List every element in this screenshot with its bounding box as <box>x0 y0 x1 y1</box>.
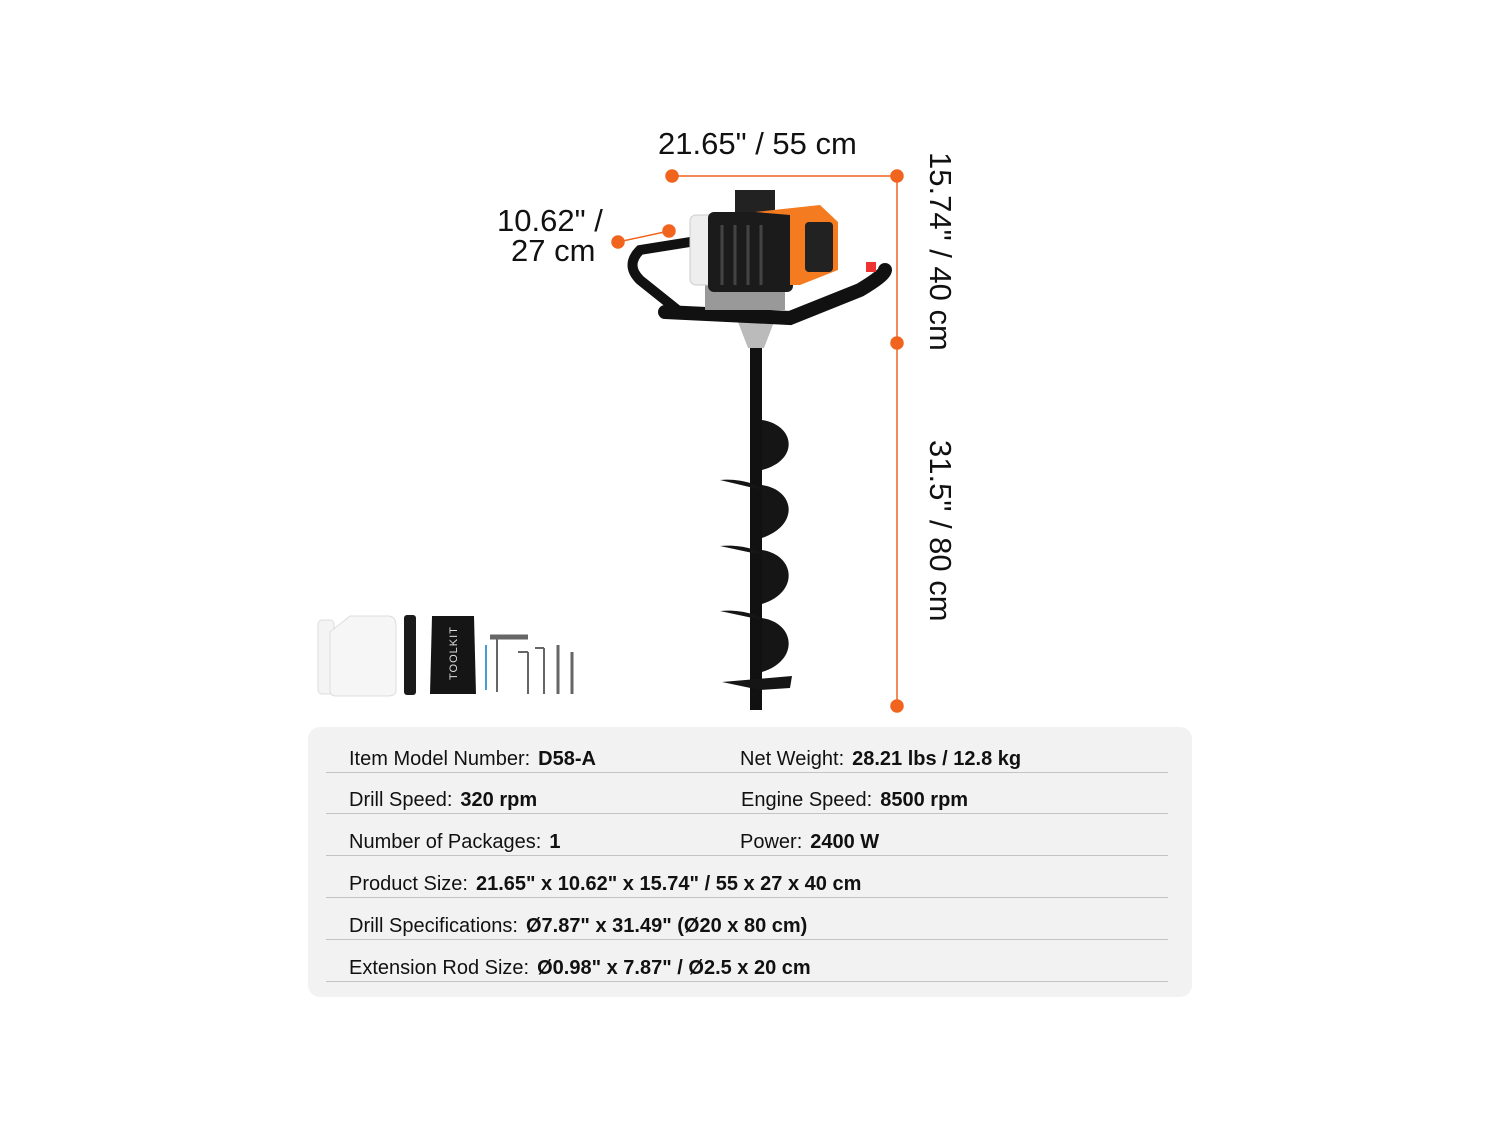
earth-auger <box>627 190 892 710</box>
spec-value: Ø7.87" x 31.49" (Ø20 x 80 cm) <box>525 915 808 937</box>
depth-dimension-label-line2: 27 cm <box>511 233 596 268</box>
spec-label: Drill Specifications: <box>349 915 518 937</box>
spec-value: 1 <box>549 831 561 853</box>
spec-label: Engine Speed: <box>741 789 873 811</box>
spec-row: Drill Speed: 320 rpm Engine Speed: 8500 rp… <box>326 772 1168 814</box>
accessories: TOOLKIT <box>317 615 574 697</box>
width-dimension-label: 21.65" / 55 cm <box>658 126 857 161</box>
dimension-lines <box>611 169 904 713</box>
tools <box>485 634 574 694</box>
spec-value: 2400 W <box>810 831 880 853</box>
extension-rod <box>404 615 416 695</box>
spec-label: Number of Packages: <box>349 831 542 853</box>
spec-row: Item Model Number: D58-A Net Weight: 28.21… <box>326 731 1168 773</box>
spec-row: Extension Rod Size: Ø0.98" x 7.87" / Ø2.5… <box>326 940 1168 982</box>
spec-label: Extension Rod Size: <box>349 957 530 979</box>
dimension-dot <box>611 235 625 249</box>
fuel-can <box>317 615 397 697</box>
specifications-panel: Item Model Number: D58-A Net Weight: 28.21… <box>308 727 1192 997</box>
dimension-dot <box>890 699 904 713</box>
depth-dimension-label-line1: 10.62" / <box>497 203 603 238</box>
spec-row: Number of Packages: 1 Power: 2400 W <box>326 814 1168 856</box>
spec-label: Product Size: <box>349 873 468 895</box>
spec-label: Drill Speed: <box>349 789 453 811</box>
spec-row: Product Size: 21.65" x 10.62" x 15.74" / … <box>326 856 1168 898</box>
height-dimension-label: 15.74" / 40 cm <box>923 152 958 351</box>
dimension-dot <box>665 169 679 183</box>
spec-value: 320 rpm <box>460 789 538 811</box>
spec-row: Drill Specifications: Ø7.87" x 31.49" (Ø2… <box>326 898 1168 940</box>
spec-value: D58-A <box>538 748 596 770</box>
spec-label: Power: <box>740 831 803 853</box>
dimension-dot <box>890 336 904 350</box>
spec-value: Ø0.98" x 7.87" / Ø2.5 x 20 cm <box>537 957 811 979</box>
toolkit-bag: TOOLKIT <box>430 616 476 694</box>
spec-value: 21.65" x 10.62" x 15.74" / 55 x 27 x 40 … <box>475 873 862 895</box>
spec-label: Net Weight: <box>740 748 845 770</box>
spec-value: 8500 rpm <box>880 789 969 811</box>
dimension-dot <box>662 224 676 238</box>
dimension-dot <box>890 169 904 183</box>
spec-label: Item Model Number: <box>349 748 531 770</box>
svg-text:TOOLKIT: TOOLKIT <box>448 626 460 680</box>
drill-length-dimension-label: 31.5" / 80 cm <box>923 440 958 622</box>
spec-value: 28.21 lbs / 12.8 kg <box>852 748 1022 770</box>
